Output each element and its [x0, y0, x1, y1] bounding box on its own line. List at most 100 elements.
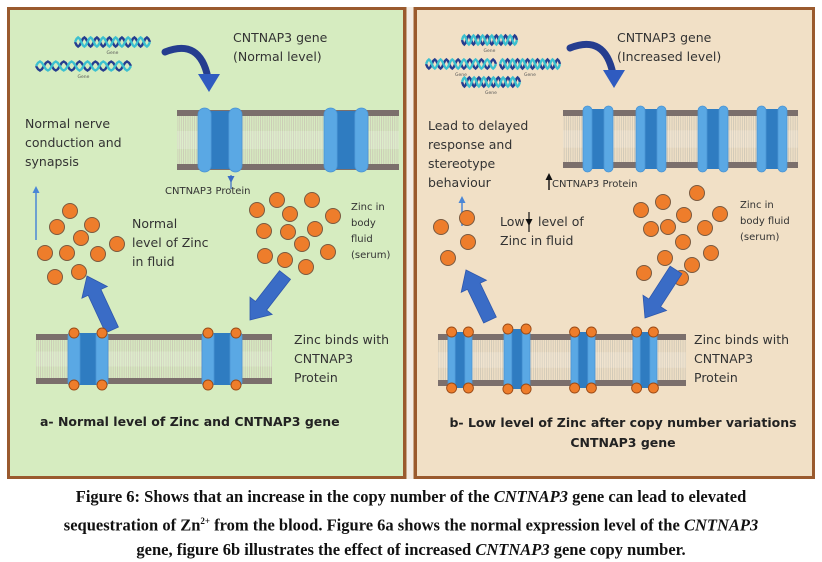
bound-zinc-ion — [569, 382, 581, 394]
zinc-ion — [257, 248, 273, 264]
dna-strand — [460, 75, 522, 89]
bound-zinc-ion — [202, 379, 214, 391]
curved-arrow-icon — [161, 44, 220, 92]
bilayer-core — [438, 352, 686, 368]
cntnap3-protein-icon — [502, 323, 532, 395]
zinc-ion — [689, 185, 705, 201]
cntnap3-protein-icon — [67, 327, 109, 391]
cntnap3-protein-icon — [569, 326, 597, 394]
curved-arrow-icon — [566, 40, 625, 88]
bound-zinc-ion — [520, 383, 532, 395]
outcome-label-b: Lead to delayed response and stereotype … — [428, 118, 529, 190]
protein-subunit — [503, 325, 513, 393]
thin-arrow-icon — [525, 212, 533, 232]
protein-subunit — [570, 328, 579, 392]
cntnap3-protein-icon — [323, 107, 369, 173]
cntnap3-protein-icon — [582, 105, 614, 173]
dna-gene-tag: Gene — [78, 74, 90, 80]
protein-subunit — [464, 328, 473, 392]
dna-gene-tag: Gene — [484, 48, 496, 54]
protein-subunit — [354, 107, 369, 173]
zinc-ion — [49, 219, 65, 235]
arrow-head — [603, 70, 625, 88]
protein-channel — [509, 329, 525, 389]
arrow-head — [545, 173, 553, 180]
zinc-ion-cluster — [633, 185, 728, 286]
zinc-ion-cluster — [249, 192, 341, 275]
bound-zinc-ion — [647, 326, 659, 338]
protein-subunit — [649, 328, 658, 392]
protein-subunit — [521, 325, 531, 393]
bound-zinc-ion — [647, 382, 659, 394]
arrow-shaft — [566, 40, 617, 78]
thin-arrow-icon — [32, 186, 40, 240]
zinc-ion — [298, 259, 314, 275]
zinc-ion — [269, 192, 285, 208]
protein-subunit — [197, 107, 212, 173]
arrow-head — [198, 74, 220, 92]
zinc-ion — [636, 265, 652, 281]
zinc-ion — [47, 269, 63, 285]
protein-subunit — [447, 328, 456, 392]
zinc-ion — [280, 224, 296, 240]
zinc-ion — [109, 236, 125, 252]
protein-subunit — [201, 329, 215, 389]
zinc-ion — [655, 194, 671, 210]
caption-line-3: gene, figure 6b illustrates the effect o… — [0, 538, 822, 562]
protein-subunit — [756, 105, 767, 173]
bound-zinc-ion — [446, 326, 458, 338]
zinc-ion — [703, 245, 719, 261]
fluid-zinc-label-a: Normal level of Zinc in fluid — [132, 216, 209, 269]
zinc-ion — [84, 217, 100, 233]
zinc-ion — [90, 246, 106, 262]
protein-subunit — [582, 105, 593, 173]
cntnap3-protein-icon — [697, 105, 729, 173]
arrow-head — [32, 186, 40, 193]
dna-helix-icon: Gene — [73, 35, 152, 56]
gene-name-italic: CNTNAP3 — [475, 539, 550, 559]
protein-subunit — [697, 105, 708, 173]
zinc-ion — [71, 264, 87, 280]
panel-title-a: a- Normal level of Zinc and CNTNAP3 gene — [40, 414, 340, 429]
protein-subunit — [603, 105, 614, 173]
block-arrow-icon — [642, 265, 683, 319]
bound-zinc-ion — [585, 326, 597, 338]
zinc-ion — [325, 208, 341, 224]
protein-label-a: CNTNAP3 Protein — [165, 186, 251, 197]
lipid-heads-bottom — [177, 164, 399, 170]
dna-gene-tag: Gene — [524, 72, 536, 78]
dna-gene-tag: Gene — [485, 90, 497, 96]
zinc-ion — [282, 206, 298, 222]
bilayer-core — [563, 130, 798, 148]
bound-zinc-ion — [230, 379, 242, 391]
zinc-ion — [277, 252, 293, 268]
zinc-ion — [249, 202, 265, 218]
arrow-body — [81, 275, 119, 334]
dna-helix-icon: Gene — [34, 60, 133, 80]
zinc-ion — [633, 202, 649, 218]
panel-divider — [406, 7, 414, 479]
zinc-ion — [294, 236, 310, 252]
dna-strand — [73, 35, 152, 49]
zinc-ion — [675, 234, 691, 250]
protein-subunit — [228, 107, 243, 173]
protein-subunit — [95, 329, 109, 389]
protein-channel — [762, 109, 782, 169]
zinc-ion — [676, 207, 692, 223]
bound-zinc-ion — [96, 327, 108, 339]
bound-zinc-ion — [202, 327, 214, 339]
caption-text: Figure 6: Shows that an increase in the … — [75, 487, 494, 506]
dna-strand — [460, 33, 519, 47]
protein-label-b: CNTNAP3 Protein — [552, 179, 638, 190]
cntnap3-protein-icon — [446, 326, 474, 394]
bound-zinc-ion — [462, 382, 474, 394]
binding-label-a: Zinc binds with CNTNAP3 Protein — [294, 332, 390, 385]
dna-helix-icon: Gene — [460, 75, 522, 96]
gene-label-a: CNTNAP3 gene (Normal level) — [233, 30, 328, 64]
dna-helix-icon: Gene — [460, 33, 519, 54]
zinc-ion — [657, 250, 673, 266]
bound-zinc-ion — [230, 327, 242, 339]
bound-zinc-ion — [502, 323, 514, 335]
arrow-head — [525, 219, 533, 226]
